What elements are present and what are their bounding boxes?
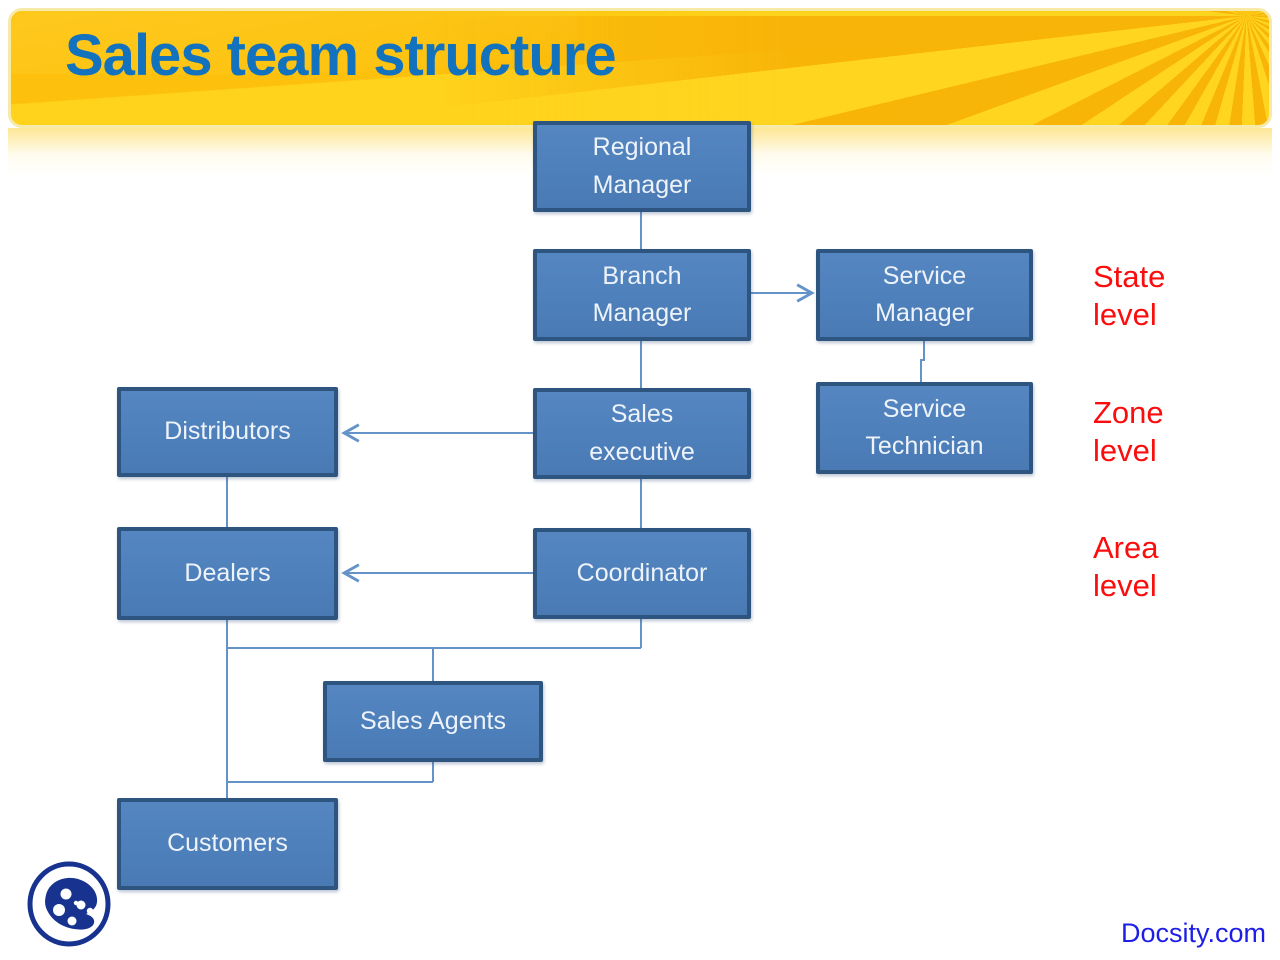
node-label: Regional Manager [592, 133, 692, 199]
node-sales-agents: Sales Agents [323, 681, 543, 762]
docsity-link[interactable]: Docsity.com [1120, 918, 1266, 948]
connector-servicemgr-technician [920, 341, 925, 382]
sunburst-decoration [392, 11, 1269, 125]
node-label: Dealers [184, 558, 271, 587]
node-label: Service Technician [865, 394, 984, 461]
node-label: Branch Manager [592, 261, 692, 328]
node-label: Distributors [164, 417, 291, 446]
node-label: Sales Agents [360, 706, 506, 735]
node-label: Customers [167, 829, 288, 858]
node-sales-executive: Sales executive [533, 388, 751, 479]
node-coordinator: Coordinator [533, 528, 751, 619]
node-branch-manager: Branch Manager [533, 249, 751, 341]
node-label: Sales executive [589, 400, 695, 466]
node-service-technician: Service Technician [816, 382, 1033, 474]
node-label: Service Manager [875, 261, 974, 328]
node-service-manager: Service Manager [816, 249, 1033, 341]
docsity-logo [27, 861, 111, 947]
level-label-state: State level [1093, 259, 1166, 332]
level-label-area: Area level [1093, 530, 1159, 603]
level-label-zone: Zone level [1093, 395, 1164, 468]
node-customers: Customers [117, 798, 338, 890]
slide-title: Sales team structure [65, 23, 617, 88]
node-regional-manager: Regional Manager [533, 121, 751, 212]
node-dealers: Dealers [117, 527, 338, 620]
node-distributors: Distributors [117, 387, 338, 477]
title-banner [8, 8, 1272, 128]
palette-icon [27, 861, 111, 947]
node-label: Coordinator [576, 558, 708, 587]
